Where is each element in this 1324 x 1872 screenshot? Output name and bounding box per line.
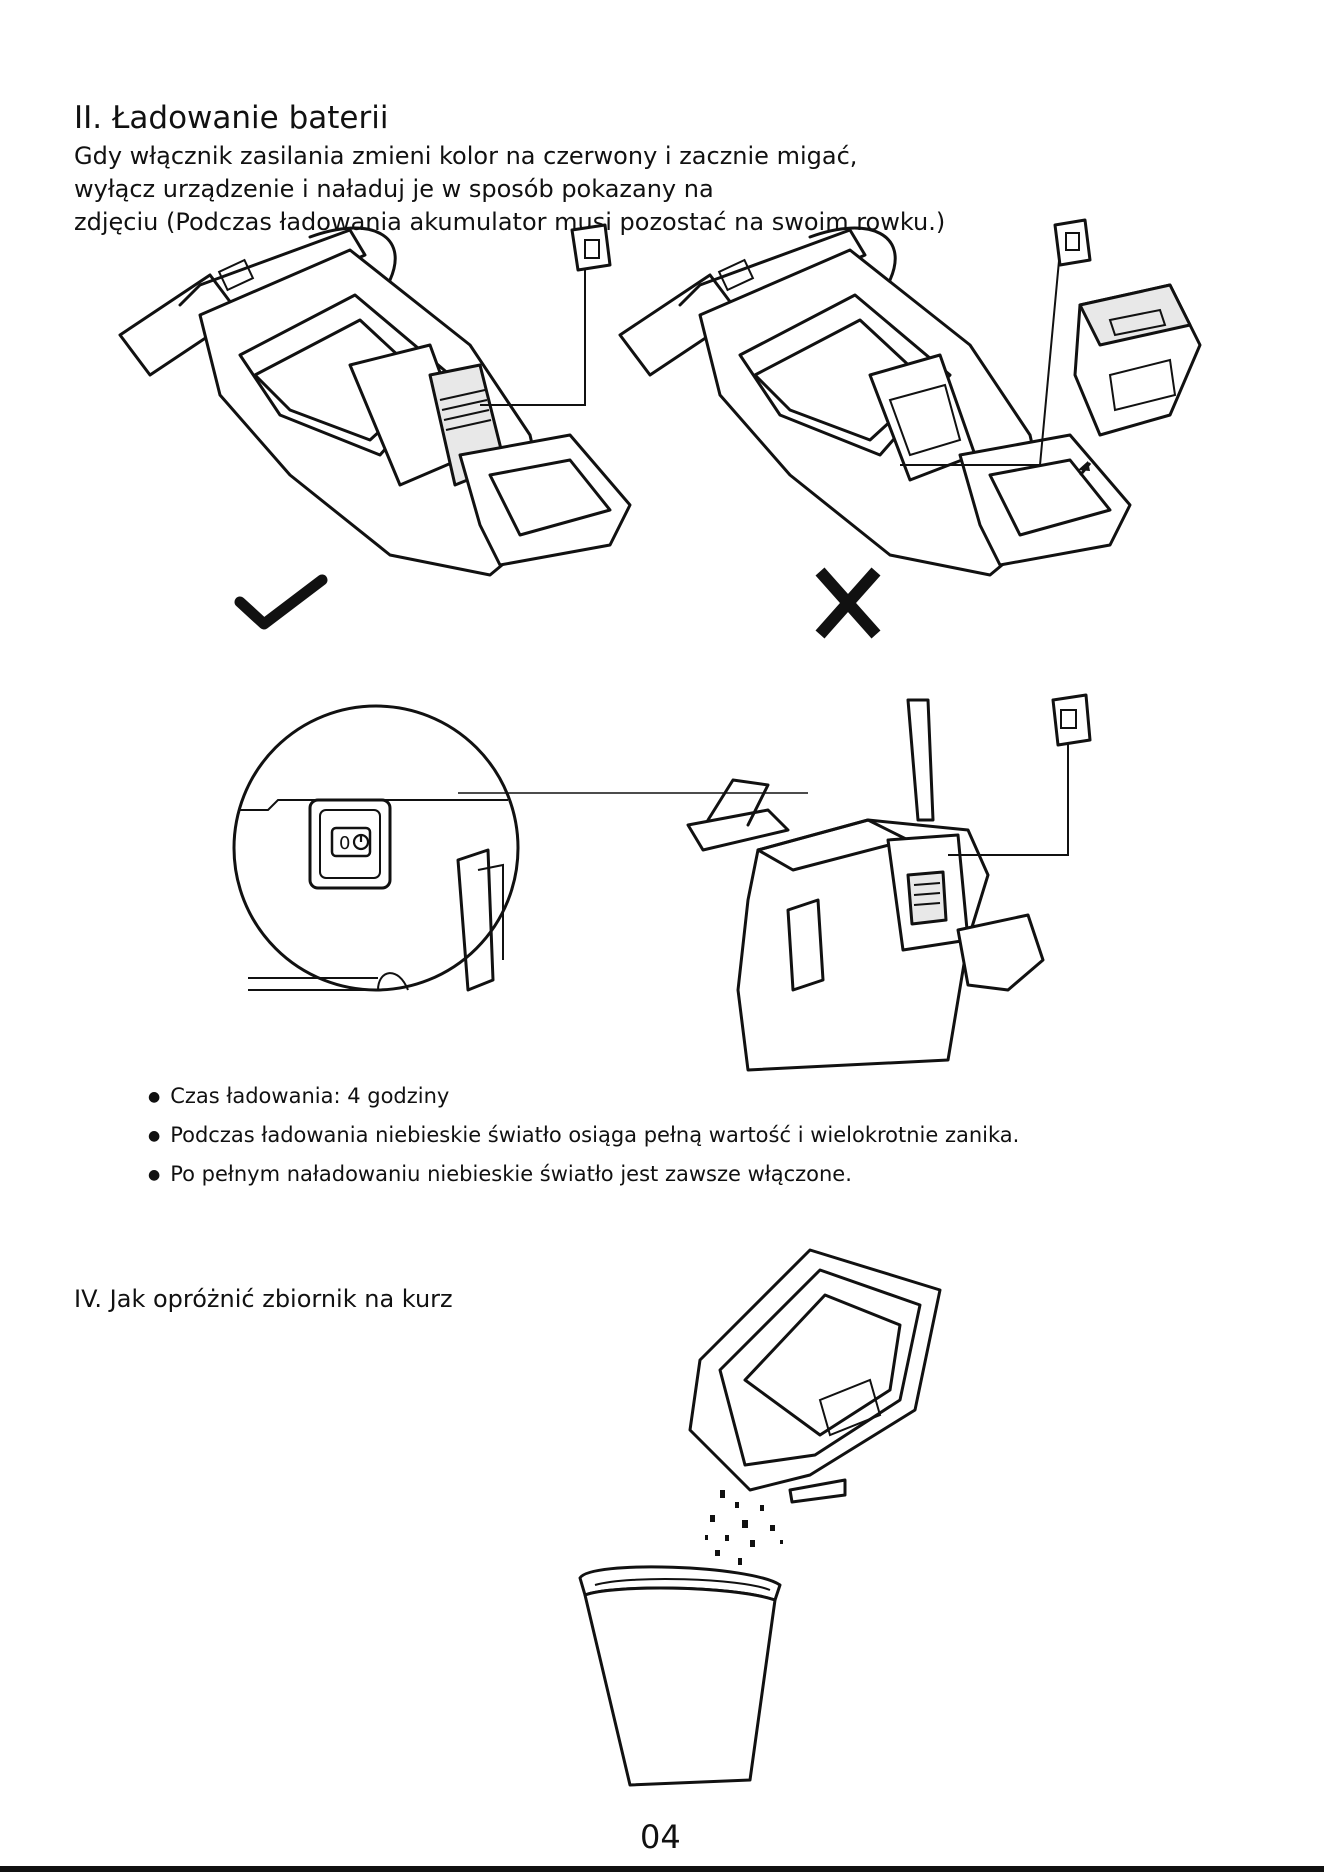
charging-instructions: Gdy włącznik zasilania zmieni kolor na c… [74, 140, 1174, 239]
power-icon [330, 826, 372, 858]
charging-info-list: Czas ładowania: 4 godziny Podczas ładowa… [148, 1078, 1019, 1195]
list-item: Podczas ładowania niebieskie światło osi… [148, 1117, 1019, 1156]
illustration-correct-charging [118, 223, 632, 577]
list-item: Czas ładowania: 4 godziny [148, 1078, 1019, 1117]
instruction-line: Gdy włącznik zasilania zmieni kolor na c… [74, 142, 858, 170]
page-number: 04 [640, 1818, 681, 1856]
list-item: Po pełnym naładowaniu niebieskie światło… [148, 1156, 1019, 1195]
section-heading-empty-dust: IV. Jak opróżnić zbiornik na kurz [74, 1285, 453, 1313]
illustration-power-button-detail: 0 [232, 693, 1092, 1072]
section-heading-charging: II. Ładowanie baterii [74, 100, 389, 136]
illustration-emptying-dustbin [578, 1248, 942, 1787]
checkmark-icon [234, 574, 328, 630]
cross-icon [815, 567, 881, 639]
illustration-incorrect-charging [618, 218, 1202, 577]
instruction-line: zdjęciu (Podczas ładowania akumulator mu… [74, 208, 946, 236]
instruction-line: wyłącz urządzenie i naładuj je w sposób … [74, 175, 714, 203]
svg-text:0: 0 [339, 833, 350, 854]
footer-bar [0, 1866, 1324, 1872]
